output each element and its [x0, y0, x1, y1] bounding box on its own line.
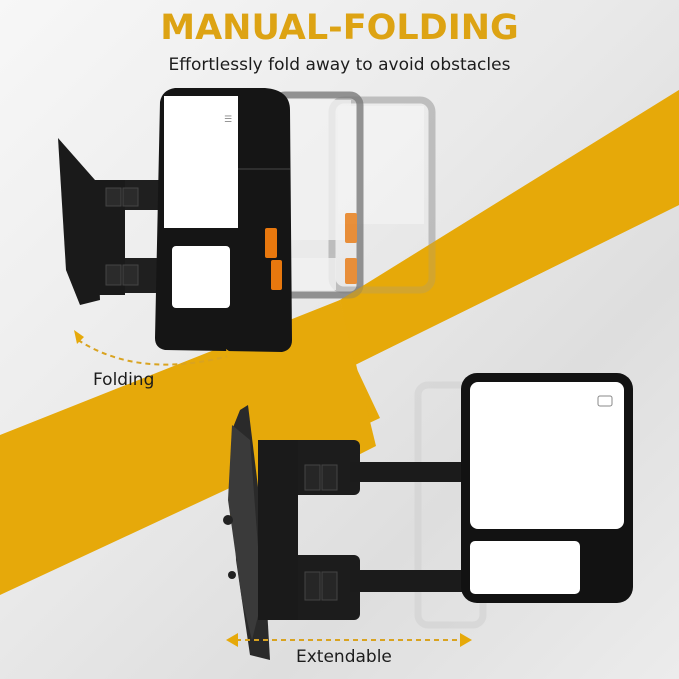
folding-mirror-main: ☰ — [155, 88, 292, 352]
heated-mirror-icon: ☰ — [224, 115, 232, 125]
extendable-mirror-main — [461, 373, 633, 603]
folding-label: Folding — [93, 370, 155, 390]
accent-overlay — [340, 90, 679, 365]
extendable-label: Extendable — [296, 647, 392, 667]
extendable-mirror-mount — [223, 405, 470, 660]
curved-double-arrow-icon — [74, 330, 236, 366]
heated-mirror-icon — [597, 395, 613, 407]
folding-mirror-mount — [58, 138, 160, 305]
horizontal-double-arrow-icon — [226, 633, 472, 647]
page-title: MANUAL-FOLDING — [160, 8, 519, 48]
page-subtitle: Effortlessly fold away to avoid obstacle… — [168, 55, 511, 75]
